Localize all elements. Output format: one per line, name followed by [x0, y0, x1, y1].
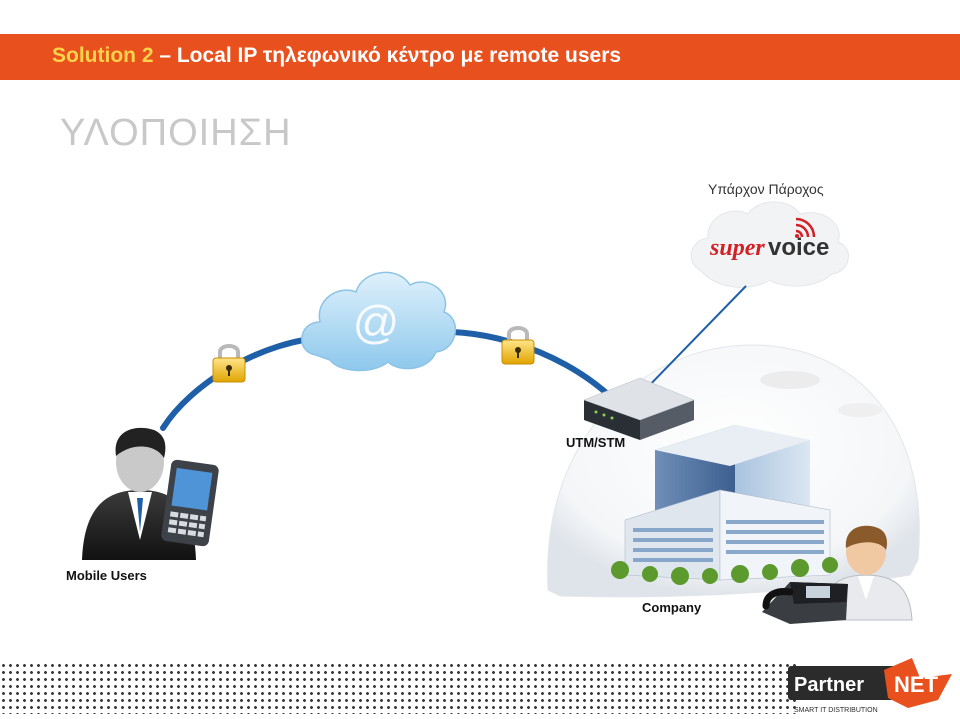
lock-icon	[213, 346, 245, 382]
supervoice-logo-part1: super	[709, 235, 765, 261]
dot-pattern	[0, 662, 800, 714]
logo-partner-text: Partner	[794, 674, 864, 696]
mobile-users-label: Mobile Users	[66, 568, 147, 583]
company-label: Company	[642, 600, 701, 615]
lock-icon	[502, 328, 534, 364]
supervoice-logo-part2: voice	[768, 234, 829, 261]
provider-caption: Υπάρχον Πάροχος	[708, 181, 824, 197]
utm-label: UTM/STM	[566, 435, 625, 450]
logo-net-text: NET	[894, 672, 939, 697]
logo-tagline: SMART IT DISTRIBUTION	[794, 707, 878, 714]
partnernet-logo: Partner NET SMART IT DISTRIBUTION	[788, 658, 958, 716]
cloud-at-symbol: @	[353, 296, 400, 348]
smartphone-icon	[161, 459, 220, 547]
internet-cloud-icon: @	[302, 272, 456, 370]
